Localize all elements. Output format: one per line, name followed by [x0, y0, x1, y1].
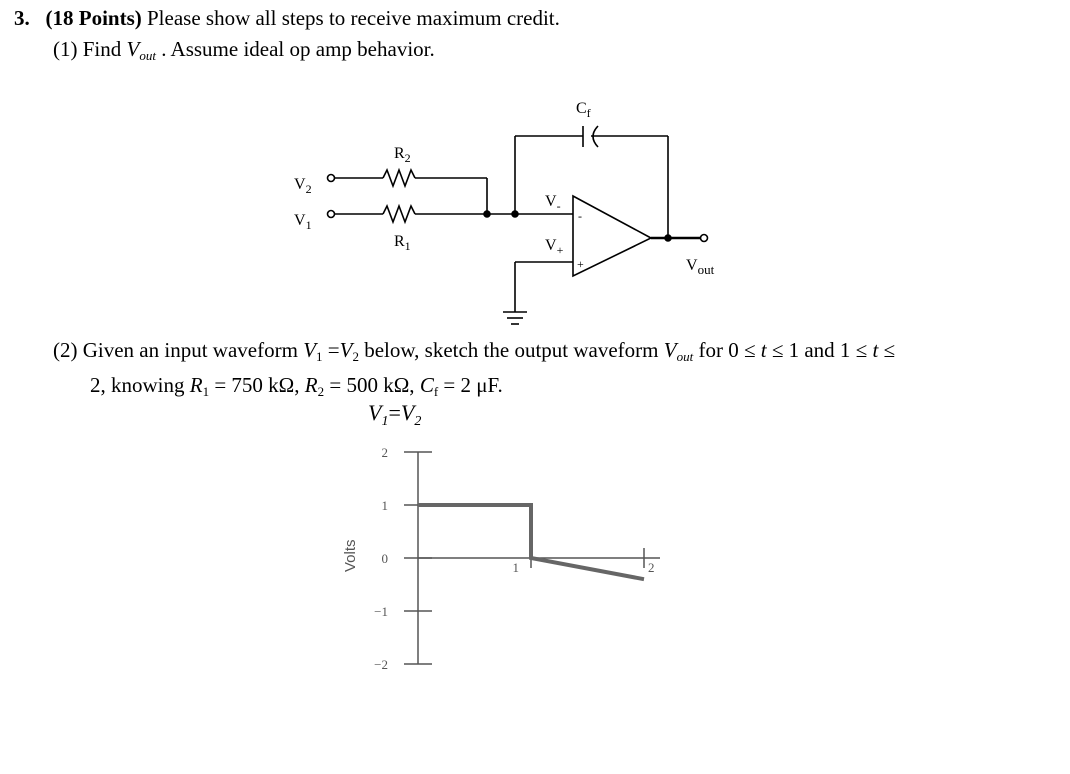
- cf-label: Cf: [576, 100, 591, 120]
- vminus-label: V-: [545, 193, 561, 213]
- part2-line2: 2, knowing R1 = 750 kΩ, R2 = 500 kΩ, Cf …: [90, 373, 503, 399]
- op-amp-circuit: [326, 125, 709, 325]
- v1-terminal: [326, 209, 336, 219]
- r1-label: R1: [394, 233, 411, 253]
- r2-label: R2: [394, 145, 411, 165]
- vplus-label: V+: [545, 237, 564, 257]
- waveform-chart: V1=V2 Volts 2 1 0 −1 −2 1 2: [342, 400, 660, 672]
- y-tick-label: 0: [382, 551, 389, 566]
- ground-icon: [503, 311, 527, 325]
- problem-points: (18 Points): [45, 6, 142, 30]
- part2-line1: (2) Given an input waveform V1 =V2 below…: [53, 338, 896, 364]
- problem-number: 3.: [14, 6, 30, 30]
- noninverting-sign: +: [577, 257, 584, 271]
- r1-resistor: [382, 203, 416, 225]
- y-tick-label: 1: [382, 498, 389, 513]
- x-tick-label: 2: [648, 560, 655, 575]
- inverting-sign: -: [578, 209, 582, 223]
- chart-ylabel: Volts: [342, 539, 359, 572]
- waveform-line: [418, 503, 645, 582]
- v2-terminal: [326, 173, 336, 183]
- op-amp-triangle: [572, 194, 653, 278]
- chart-title: V1=V2: [368, 400, 421, 429]
- problem-header: 3. (18 Points) Please show all steps to …: [14, 6, 560, 31]
- v1-label: V1: [294, 212, 312, 232]
- y-tick-label: −1: [374, 604, 388, 619]
- v2-label: V2: [294, 176, 312, 196]
- y-tick-label: −2: [374, 657, 388, 672]
- vout-terminal: [699, 233, 709, 243]
- problem-instruction: Please show all steps to receive maximum…: [147, 6, 560, 30]
- r2-resistor: [382, 167, 416, 189]
- x-tick-label: 1: [513, 560, 520, 575]
- y-tick-label: 2: [382, 445, 389, 460]
- part1-line: (1) Find Vout . Assume ideal op amp beha…: [53, 37, 435, 63]
- vout-label: Vout: [686, 257, 715, 277]
